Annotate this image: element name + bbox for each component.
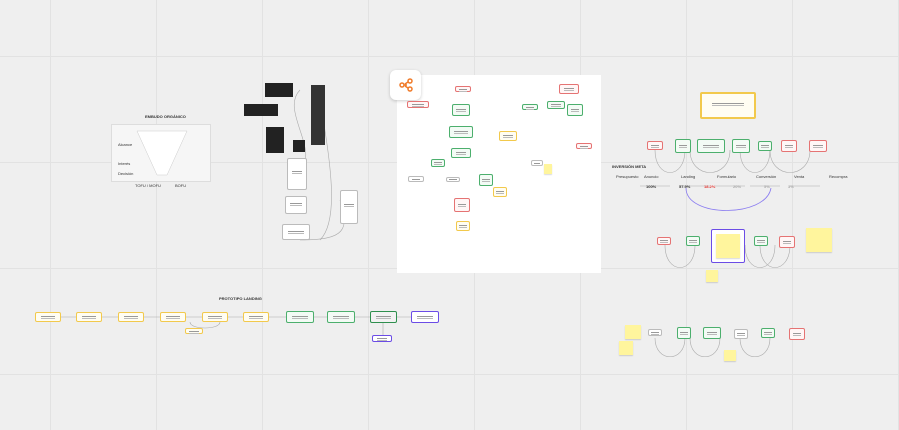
- flow-card[interactable]: [454, 198, 470, 212]
- funnel-step-label: Venta: [794, 174, 805, 179]
- flow-card[interactable]: [754, 236, 768, 246]
- sticky-note[interactable]: [724, 350, 736, 361]
- flow-card[interactable]: [657, 237, 671, 245]
- flow-card[interactable]: [370, 311, 397, 323]
- flow-card[interactable]: [697, 139, 725, 153]
- conversion-rate: 5%: [764, 184, 770, 189]
- conversion-rate: 57.9%: [679, 184, 691, 189]
- image-thumbnail[interactable]: [311, 85, 325, 145]
- page-mockup[interactable]: [282, 224, 310, 240]
- investment-title: INVERSIÓN META: [612, 164, 647, 169]
- flow-card[interactable]: [493, 187, 507, 197]
- flow-card[interactable]: [499, 131, 517, 141]
- funnel-title: EMBUDO ORGÁNICO: [145, 114, 186, 119]
- flow-card[interactable]: [675, 139, 691, 153]
- conversion-rate: 20%: [733, 184, 742, 189]
- conversion-rate: 100%: [646, 184, 657, 189]
- flow-card[interactable]: [781, 140, 797, 152]
- flow-card[interactable]: [286, 311, 314, 323]
- flow-card[interactable]: [452, 104, 470, 116]
- funnel-label: Interés: [118, 161, 131, 166]
- flow-card[interactable]: [559, 84, 579, 94]
- flow-card[interactable]: [761, 328, 775, 338]
- flow-card[interactable]: [372, 335, 392, 342]
- flow-card[interactable]: [522, 104, 538, 110]
- funnel-step-label: Anuncio: [644, 174, 659, 179]
- flow-card[interactable]: [446, 177, 460, 182]
- flow-card[interactable]: [160, 312, 186, 322]
- flow-card[interactable]: [576, 143, 592, 149]
- budget-label: Presupuesto: [616, 174, 639, 179]
- conversion-rate: 3%: [788, 184, 794, 189]
- flow-card[interactable]: [35, 312, 61, 322]
- sticky-note[interactable]: [544, 164, 552, 174]
- image-thumbnail[interactable]: [265, 83, 293, 97]
- flow-card[interactable]: [703, 327, 721, 339]
- flow-card[interactable]: [547, 101, 565, 109]
- sticky-note[interactable]: [716, 234, 740, 258]
- flow-card[interactable]: [648, 329, 662, 336]
- flow-card[interactable]: [734, 329, 748, 339]
- funnel-step-label: Conversión: [756, 174, 777, 179]
- form-card[interactable]: [700, 92, 756, 119]
- flow-card[interactable]: [407, 101, 429, 108]
- flow-card[interactable]: [531, 160, 543, 166]
- flow-card[interactable]: [677, 327, 691, 339]
- flow-card[interactable]: [202, 312, 228, 322]
- page-mockup[interactable]: [287, 158, 307, 190]
- flow-card[interactable]: [451, 148, 471, 158]
- flow-card[interactable]: [686, 236, 700, 246]
- prototype-title: PROTOTIPO LANDING: [219, 296, 262, 301]
- conversion-rate: 18.2%: [704, 184, 716, 189]
- share-nodes-icon: [398, 78, 413, 92]
- flow-card[interactable]: [789, 328, 805, 340]
- funnel-step-label: Formulario: [717, 174, 737, 179]
- flow-card[interactable]: [809, 140, 827, 152]
- flow-card[interactable]: [647, 141, 663, 150]
- flow-card[interactable]: [408, 176, 424, 182]
- flow-card[interactable]: [185, 328, 203, 334]
- sticky-note[interactable]: [806, 228, 832, 252]
- sticky-note[interactable]: [619, 341, 633, 355]
- flow-card[interactable]: [118, 312, 144, 322]
- funnel-footer: BOFU: [175, 183, 187, 188]
- funnel-step-label: Recompra: [829, 174, 848, 179]
- image-thumbnail[interactable]: [293, 140, 305, 152]
- flow-card[interactable]: [76, 312, 102, 322]
- flow-card[interactable]: [758, 141, 772, 151]
- funnel-footer: TOFU / MOFU: [135, 183, 161, 188]
- flow-card[interactable]: [455, 86, 471, 92]
- flow-card[interactable]: [456, 221, 470, 231]
- funnel-label: Decisión: [118, 171, 134, 176]
- sticky-note[interactable]: [625, 325, 641, 339]
- page-mockup[interactable]: [285, 196, 307, 214]
- image-thumbnail[interactable]: [244, 104, 278, 116]
- image-thumbnail[interactable]: [266, 127, 284, 153]
- funnel-label: Alcance: [118, 142, 133, 147]
- funnel-step-label: Landing: [681, 174, 696, 179]
- funnel-diagram[interactable]: [111, 124, 211, 182]
- flow-card[interactable]: [567, 104, 583, 116]
- flow-card[interactable]: [779, 236, 795, 248]
- flow-card[interactable]: [327, 311, 355, 323]
- flow-card[interactable]: [479, 174, 493, 186]
- flow-card[interactable]: [243, 312, 269, 322]
- flow-card[interactable]: [431, 159, 445, 167]
- sticky-note[interactable]: [706, 270, 718, 282]
- flow-card[interactable]: [732, 139, 750, 153]
- page-mockup[interactable]: [340, 190, 358, 224]
- flow-card[interactable]: [411, 311, 439, 323]
- flow-card[interactable]: [449, 126, 473, 138]
- board-icon-button[interactable]: [390, 70, 421, 100]
